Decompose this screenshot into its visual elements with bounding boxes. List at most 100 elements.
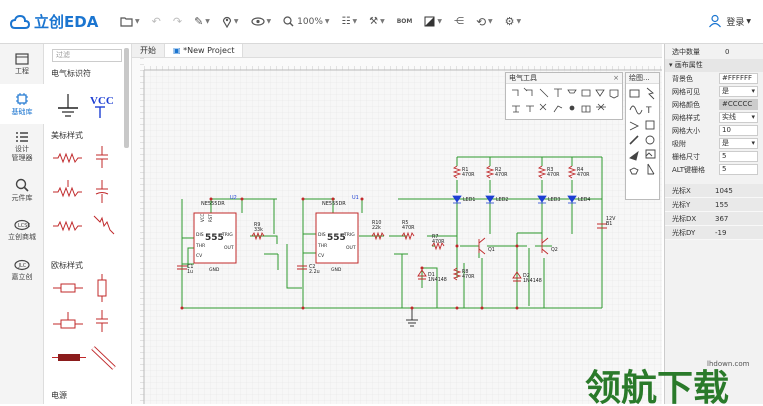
settings-button[interactable]: ⚙▼	[505, 12, 522, 32]
spice-icon[interactable]	[596, 104, 606, 110]
resistor-item[interactable]	[53, 154, 82, 162]
schematic-doc-icon: ▣	[173, 46, 183, 55]
voltage-probe-icon[interactable]	[596, 90, 604, 96]
nav-lcsc-mall[interactable]: LCSC 立创商城	[0, 210, 44, 250]
wire-tool-icon[interactable]	[512, 90, 518, 96]
app-logo[interactable]: 立创EDA	[10, 11, 110, 32]
library-filter-input[interactable]: 过滤	[52, 49, 122, 62]
junction-tool-icon[interactable]	[570, 106, 574, 110]
history-menu-button[interactable]: ⟲▼	[476, 12, 493, 32]
svg-text:470R: 470R	[402, 225, 415, 231]
u1-555-chip[interactable]: U1 NE555DR 555 DIS THR TRIG CV OUT GND	[316, 195, 359, 273]
u2-555-chip[interactable]: U2 NE555DR 555 DIS THR TRIG CV OUT VCC R…	[194, 195, 237, 273]
drawing-tools-title[interactable]: 绘图...	[626, 73, 659, 84]
no-connect-icon[interactable]	[540, 104, 546, 110]
variable-resistor-item[interactable]	[53, 222, 82, 230]
close-icon[interactable]: ×	[613, 73, 619, 84]
svg-text:VCC: VCC	[200, 213, 205, 222]
eu-style-parts	[48, 272, 128, 392]
r1-symbol[interactable]	[454, 166, 460, 178]
svg-text:TRIG: TRIG	[343, 232, 355, 238]
tab-start[interactable]: 开始	[132, 44, 164, 57]
net-flag-icon[interactable]	[568, 90, 576, 93]
drawing-tools-panel: 绘图... T	[625, 72, 660, 200]
bus-tool-icon[interactable]	[524, 88, 532, 96]
eu-fuse-item[interactable]	[98, 274, 106, 302]
svg-text:470R: 470R	[462, 274, 475, 280]
rect-tool-icon[interactable]	[646, 121, 654, 129]
grid-style-select[interactable]: 实线 ▾	[719, 112, 758, 123]
pencil-tool-icon[interactable]	[630, 136, 638, 144]
bom-button[interactable]: BOM	[397, 12, 413, 32]
left-navigation: 工程 基础库 设计 管理器 元件库 LCSC 立创商城 JLC 嘉立创	[0, 44, 44, 404]
picture-tool-icon[interactable]	[646, 150, 655, 158]
nav-design-manager[interactable]: 设计 管理器	[0, 124, 44, 170]
ground-symbol[interactable]	[406, 308, 418, 326]
pencil-icon: ✎	[194, 15, 203, 28]
draw-menu-button[interactable]: ✎▼	[194, 12, 210, 32]
tools-menu-button[interactable]: ⚒▼	[369, 12, 385, 32]
library-scrollbar[interactable]	[124, 48, 129, 148]
polar-capacitor-item[interactable]	[96, 180, 108, 203]
login-button[interactable]: 登录▼	[708, 14, 751, 28]
category-power: 电源	[51, 390, 67, 402]
lcsc-icon: LCSC	[14, 219, 30, 231]
c2-symbol[interactable]	[297, 266, 307, 269]
power-flag-icon[interactable]	[610, 90, 618, 98]
r2-symbol[interactable]	[487, 166, 493, 178]
bus-entry-icon[interactable]	[540, 89, 548, 97]
canvas-properties-section[interactable]: ▾ 画布属性	[665, 59, 763, 72]
theme-menu-button[interactable]: ▼	[424, 12, 442, 32]
eu-diagonal-resistor-item[interactable]	[93, 348, 114, 368]
electric-tools-title[interactable]: 电气工具×	[506, 73, 622, 84]
pin-tool-icon[interactable]	[554, 106, 562, 112]
nav-project[interactable]: 工程	[0, 44, 44, 84]
r4-symbol[interactable]	[569, 166, 575, 178]
zoom-menu-button[interactable]: 100%▼	[283, 12, 329, 32]
vcc-tool-icon[interactable]	[526, 106, 534, 112]
share-button[interactable]: ⋲	[454, 12, 464, 32]
eu-resistor-item[interactable]	[53, 284, 83, 292]
group-tool-icon[interactable]	[582, 106, 590, 112]
undo-button[interactable]: ↶	[152, 12, 161, 32]
pan-hand-icon[interactable]	[630, 168, 638, 174]
polygon-tool-icon[interactable]	[630, 152, 638, 160]
align-menu-button[interactable]: ☷▼	[342, 12, 358, 32]
history-icon: ⟲	[476, 15, 486, 29]
r3-symbol[interactable]	[539, 166, 545, 178]
diagonal-resistor-item[interactable]	[94, 216, 114, 234]
eu-potentiometer-item[interactable]	[53, 312, 83, 328]
potentiometer-item[interactable]	[53, 180, 82, 196]
image-tool-icon[interactable]	[630, 90, 639, 97]
snap-select[interactable]: 是 ▾	[719, 138, 758, 149]
net-port-icon[interactable]	[582, 90, 590, 96]
line-tool-icon[interactable]	[647, 88, 654, 99]
net-label-icon[interactable]	[554, 89, 562, 97]
eu-capacitor-item[interactable]	[96, 310, 108, 332]
nav-jlc[interactable]: JLC 嘉立创	[0, 250, 44, 290]
ground-tool-icon[interactable]	[512, 106, 520, 112]
nav-component-library[interactable]: 元件库	[0, 170, 44, 210]
nav-basic-library[interactable]: 基础库	[0, 84, 44, 124]
file-menu-button[interactable]: ▼	[120, 12, 140, 32]
view-menu-button[interactable]: ▼	[251, 12, 272, 32]
place-menu-button[interactable]: ▼	[222, 12, 239, 32]
grid-visible-select[interactable]: 是 ▾	[719, 86, 758, 97]
tab-new-project[interactable]: ▣ *New Project	[164, 44, 243, 57]
svg-text:TRIG: TRIG	[221, 232, 233, 238]
svg-text:THR: THR	[195, 243, 205, 249]
share-icon: ⋲	[454, 16, 464, 27]
circle-tool-icon[interactable]	[646, 136, 654, 144]
nav-design-manager-label: 设计 管理器	[12, 145, 33, 163]
project-icon	[15, 53, 29, 65]
redo-button[interactable]: ↷	[173, 12, 182, 32]
text-tool-icon[interactable]: T	[645, 106, 652, 116]
eu-inductor-item[interactable]	[52, 354, 86, 361]
q1-transistor[interactable]	[479, 238, 485, 254]
arrow-tool-icon[interactable]	[630, 122, 638, 130]
vcc-symbol-item[interactable]: VCC	[90, 95, 114, 118]
free-draw-icon[interactable]	[648, 164, 654, 174]
ground-symbol-item[interactable]	[58, 94, 78, 116]
capacitor-item[interactable]	[96, 146, 108, 168]
bezier-tool-icon[interactable]	[630, 106, 642, 114]
